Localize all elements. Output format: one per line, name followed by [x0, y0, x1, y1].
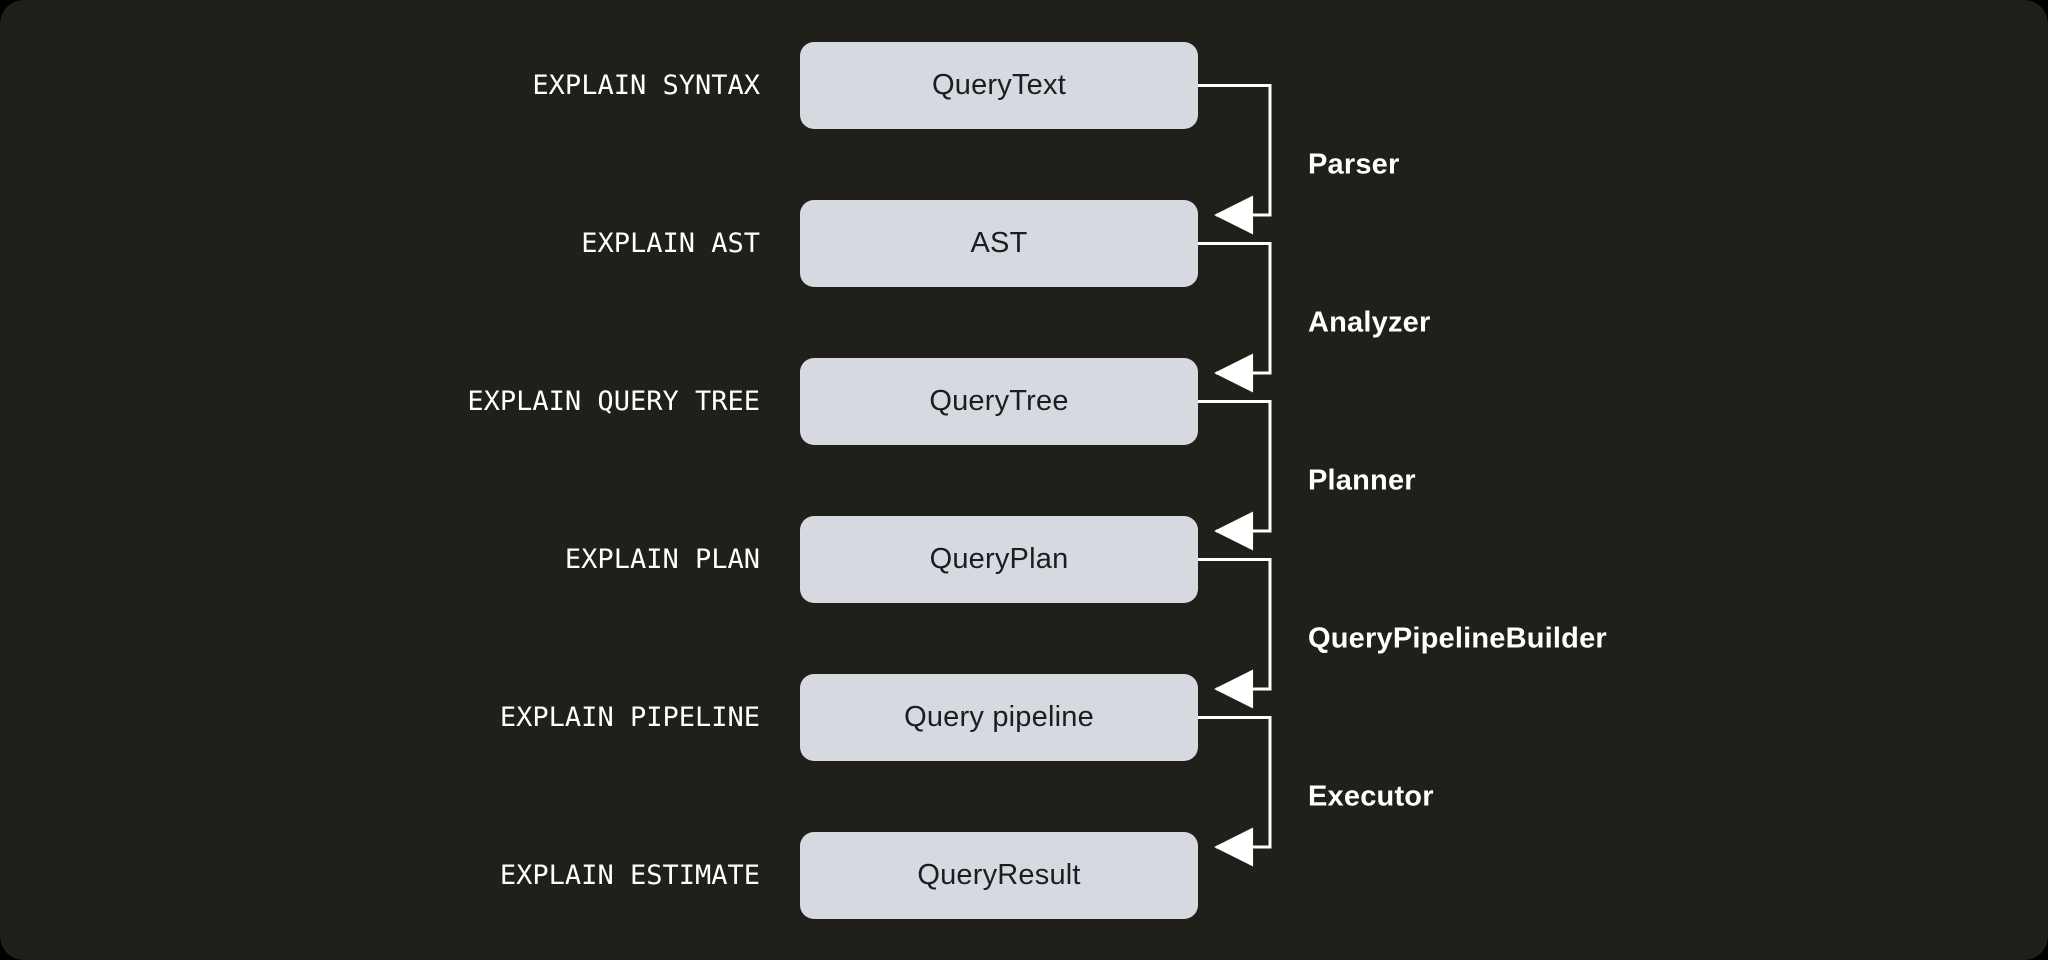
explain-command-label: EXPLAIN PIPELINE [499, 702, 760, 733]
explain-command-label: EXPLAIN ESTIMATE [499, 860, 760, 891]
pipeline-row-querypipeline: EXPLAIN PIPELINE Query pipeline [0, 674, 2048, 761]
pipeline-row-ast: EXPLAIN AST AST [0, 200, 2048, 287]
component-label-planner: Planner [1308, 464, 1416, 496]
stage-box-label: AST [970, 227, 1028, 259]
pipeline-row-querytext: EXPLAIN SYNTAX QueryText [0, 42, 2048, 129]
explain-command-label: EXPLAIN SYNTAX [532, 70, 760, 101]
stage-box-querytext: QueryText [800, 42, 1198, 129]
stage-box-label: Query pipeline [904, 701, 1094, 733]
stage-box-querytree: QueryTree [800, 358, 1198, 445]
stage-box-ast: AST [800, 200, 1198, 287]
explain-command-label: EXPLAIN PLAN [564, 544, 760, 575]
stage-box-label: QueryResult [917, 859, 1081, 891]
component-label-parser: Parser [1308, 148, 1400, 180]
stage-box-queryplan: QueryPlan [800, 516, 1198, 603]
stage-box-querypipeline: Query pipeline [800, 674, 1198, 761]
pipeline-row-queryplan: EXPLAIN PLAN QueryPlan [0, 516, 2048, 603]
explain-command-label: EXPLAIN AST [581, 228, 760, 259]
component-label-executor: Executor [1308, 780, 1434, 812]
pipeline-row-querytree: EXPLAIN QUERY TREE QueryTree [0, 358, 2048, 445]
stage-box-label: QueryTree [929, 385, 1069, 417]
component-label-querypipelinebuilder: QueryPipelineBuilder [1308, 622, 1607, 654]
pipeline-row-queryresult: EXPLAIN ESTIMATE QueryResult [0, 832, 2048, 919]
component-label-analyzer: Analyzer [1308, 306, 1431, 338]
stage-box-label: QueryText [932, 69, 1066, 101]
explain-command-label: EXPLAIN QUERY TREE [467, 386, 760, 417]
stage-box-queryresult: QueryResult [800, 832, 1198, 919]
stage-box-label: QueryPlan [929, 543, 1069, 575]
